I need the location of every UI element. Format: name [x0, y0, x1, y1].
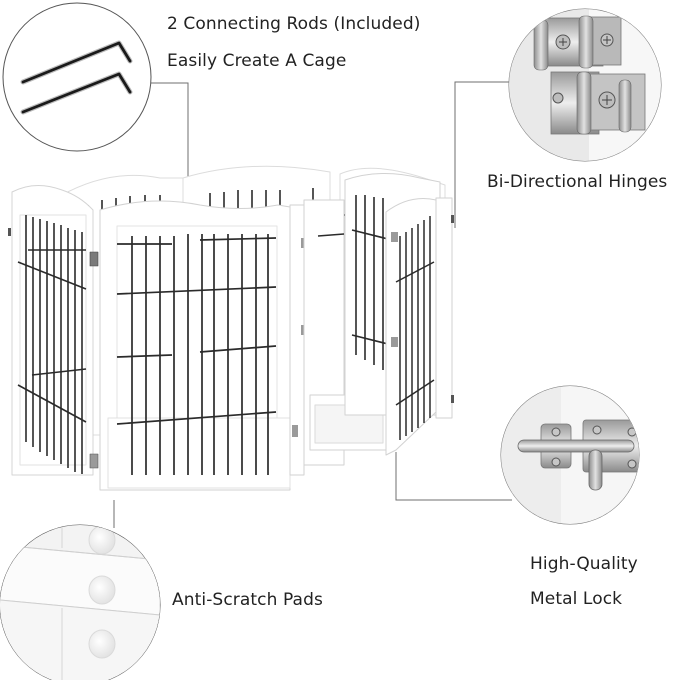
rods-detail-circle: [2, 2, 152, 152]
allen-key-rods-icon: [20, 40, 133, 115]
hinges-detail-circle: [508, 8, 662, 162]
left-panel: [8, 185, 99, 476]
anti-scratch-pad-icon: [0, 525, 160, 680]
pads-callout-title: Anti-Scratch Pads: [172, 590, 323, 610]
barrel-bolt-lock-icon: [501, 386, 639, 524]
pads-detail-circle: [0, 524, 161, 680]
lock-callout-title: High-Quality: [530, 554, 638, 574]
rods-callout-subtitle: Easily Create A Cage: [167, 51, 347, 71]
rods-callout-title: 2 Connecting Rods (Included): [167, 14, 421, 34]
pet-gate-product: [8, 165, 454, 491]
lock-detail-circle: [500, 385, 640, 525]
front-panel: [99, 200, 307, 491]
hinge-icon: [509, 9, 661, 161]
hinges-callout-title: Bi-Directional Hinges: [487, 172, 668, 192]
callout-lines: [113, 81, 512, 528]
lock-callout-subtitle: Metal Lock: [530, 589, 623, 609]
open-gate-door: [385, 197, 454, 456]
